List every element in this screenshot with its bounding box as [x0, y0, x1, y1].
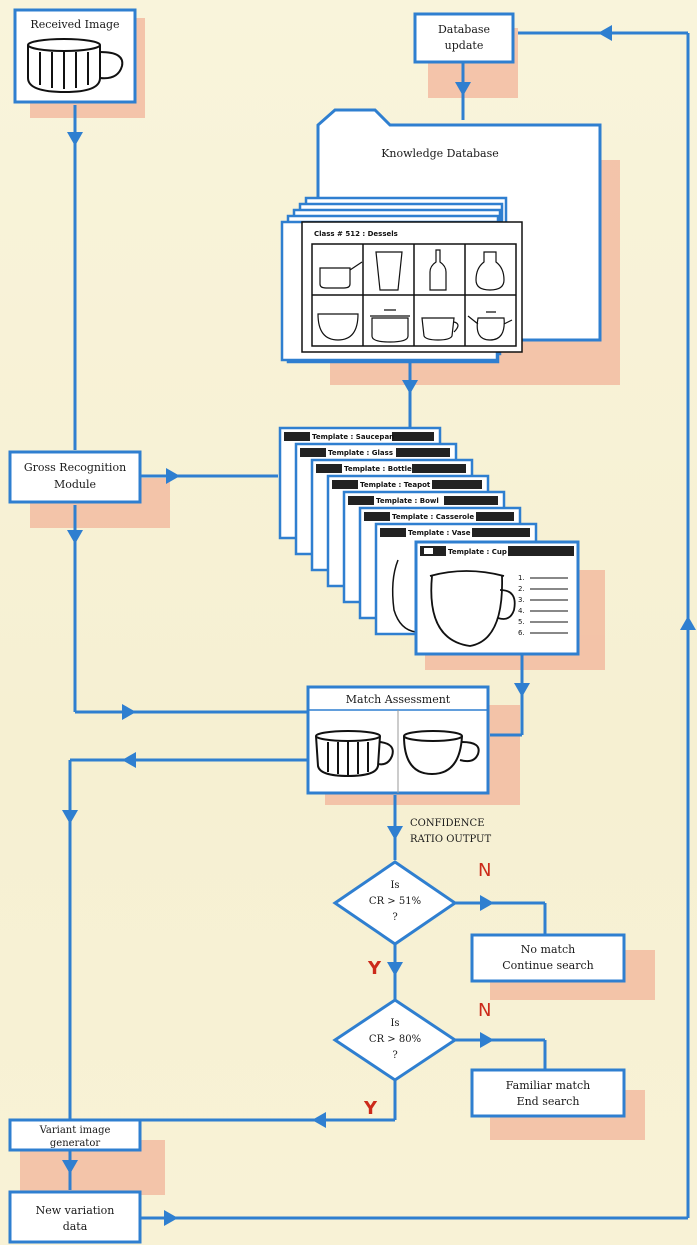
template-title-4: Template : Teapot — [360, 481, 431, 489]
list-number-4: 4. — [518, 607, 525, 615]
knowledge-database-label: Knowledge Database — [381, 147, 499, 160]
template-cup-card: Template : Cup 1. 2. 3. 4. 5. 6. — [416, 542, 578, 654]
new-variation-label-2: data — [63, 1220, 88, 1233]
no-match-label-2: Continue search — [502, 959, 593, 972]
template-title-6: Template : Casserole — [392, 513, 474, 521]
variant-generator-label-2: generator — [50, 1138, 100, 1149]
gross-recognition-node: Gross Recognition Module — [10, 452, 140, 502]
decision-80-label-2: CR > 80% — [369, 1034, 421, 1045]
list-number-2: 2. — [518, 585, 525, 593]
confidence-ratio-label-2: RATIO OUTPUT — [410, 834, 491, 845]
decision-80-label-1: Is — [390, 1018, 399, 1029]
list-number-6: 6. — [518, 629, 525, 637]
decision-80-node: Is CR > 80% ? — [335, 1000, 455, 1080]
no-label-1: N — [478, 860, 491, 881]
decision-80-label-3: ? — [392, 1050, 397, 1061]
knowledge-database-node: Knowledge Database Class # 512 : Dessels — [282, 110, 600, 362]
database-update-label-1: Database — [438, 23, 490, 36]
list-number-1: 1. — [518, 574, 525, 582]
variant-generator-node: Variant image generator — [10, 1120, 140, 1150]
new-variation-label-1: New variation — [36, 1204, 115, 1217]
new-variation-node: New variation data — [10, 1192, 140, 1242]
list-number-5: 5. — [518, 618, 525, 626]
no-label-2: N — [478, 1000, 491, 1021]
template-title-5: Template : Bowl — [376, 497, 439, 505]
template-title-2: Template : Glass — [328, 449, 393, 457]
decision-51-node: Is CR > 51% ? — [335, 862, 455, 944]
yes-label-1: Y — [367, 958, 382, 979]
variant-generator-label-1: Variant image — [39, 1125, 111, 1136]
match-assessment-label: Match Assessment — [346, 693, 451, 706]
familiar-match-label-2: End search — [517, 1095, 580, 1108]
received-image-node: Received Image — [15, 10, 135, 102]
database-update-node: Database update — [415, 14, 513, 62]
template-title-1: Template : Saucepan — [312, 433, 394, 441]
decision-51-label-3: ? — [392, 912, 397, 923]
familiar-match-node: Familiar match End search — [472, 1070, 624, 1116]
template-title-7: Template : Vase — [408, 529, 471, 537]
template-title-8: Template : Cup — [448, 548, 507, 556]
database-update-label-2: update — [445, 39, 484, 52]
vessel-class-card: Class # 512 : Dessels — [302, 222, 522, 352]
class-label: Class # 512 : Dessels — [314, 230, 398, 238]
gross-recognition-label-2: Module — [54, 478, 96, 491]
received-image-label: Received Image — [30, 18, 119, 31]
confidence-ratio-label-1: CONFIDENCE — [410, 818, 485, 829]
template-title-3: Template : Bottle — [344, 465, 412, 473]
no-match-label-1: No match — [521, 943, 575, 956]
yes-label-2: Y — [363, 1098, 378, 1119]
list-number-3: 3. — [518, 596, 525, 604]
decision-51-label-1: Is — [390, 880, 399, 891]
decision-51-label-2: CR > 51% — [369, 896, 421, 907]
gross-recognition-label-1: Gross Recognition — [24, 461, 126, 474]
no-match-node: No match Continue search — [472, 935, 624, 981]
familiar-match-label-1: Familiar match — [506, 1079, 590, 1092]
match-assessment-node: Match Assessment — [308, 687, 488, 793]
templates-stack: Template : Saucepan Template : Glass Tem… — [280, 428, 578, 654]
